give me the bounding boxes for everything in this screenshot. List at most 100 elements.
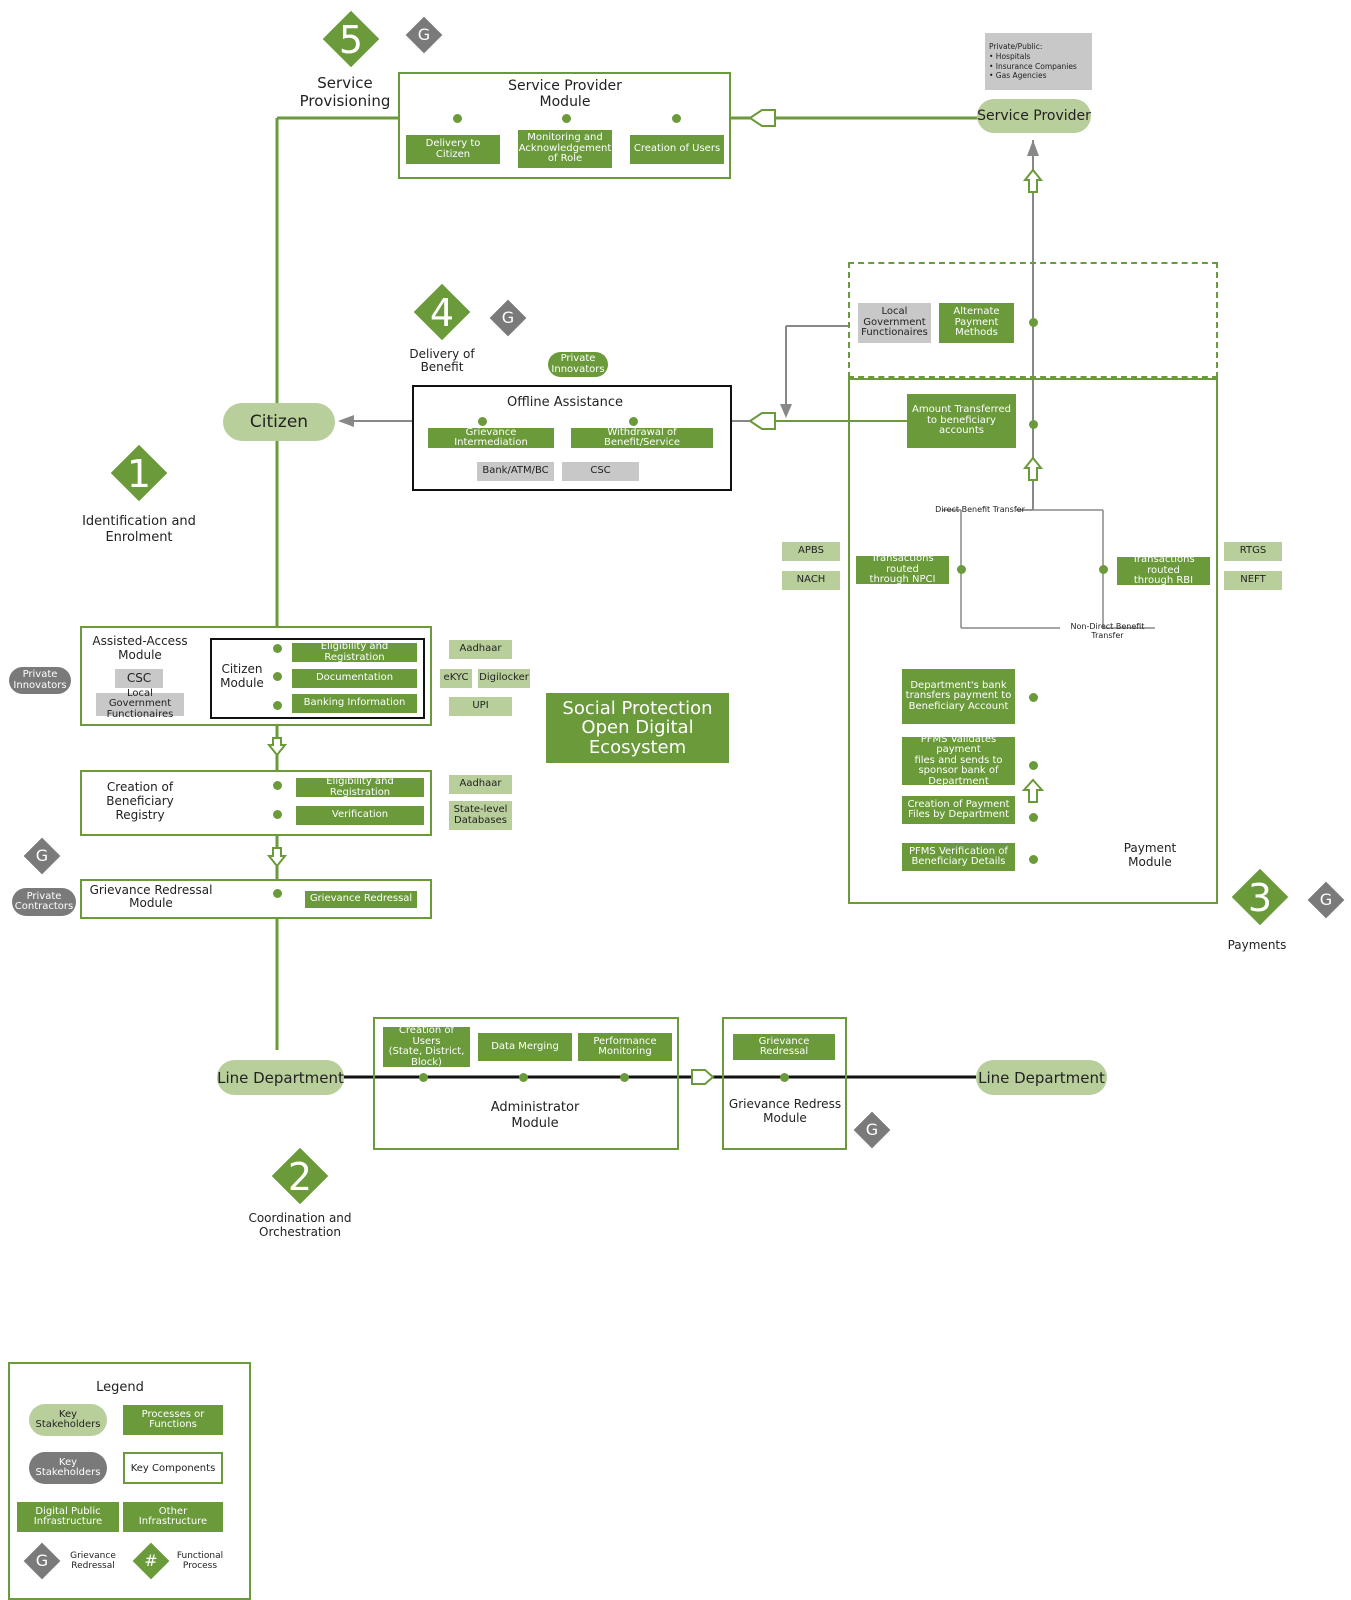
administrator-module-title: Administrator Module	[490, 1100, 580, 1131]
legend-functional: Functional Process	[176, 1551, 224, 1571]
payment-module-title: Payment Module	[1123, 841, 1177, 869]
registry-verification: Verification	[296, 806, 424, 825]
step-5-number: 5	[338, 18, 364, 62]
dept-bank-transfers: Department's bank transfers payment to B…	[902, 669, 1015, 724]
private-innovators-left: Private Innovators	[9, 667, 71, 694]
grievance-redressal-item: Grievance Redressal	[305, 891, 417, 908]
grievance-icon-label: G	[501, 308, 515, 327]
legend-key-components: Key Components	[123, 1452, 223, 1484]
monitoring-acknowledgement: Monitoring and Acknowledgement of Role	[518, 130, 612, 168]
legend-functional-icon-label: #	[144, 1551, 158, 1570]
connector-dot	[957, 565, 966, 574]
direct-benefit-transfer-label: Direct Benefit Transfer	[935, 505, 1025, 514]
connector-dot	[672, 114, 681, 123]
citizen-pill: Citizen	[223, 403, 335, 441]
step-1-label: Identification and Enrolment	[82, 514, 196, 545]
legend-dpi: Digital Public Infrastructure	[17, 1502, 119, 1532]
connector-dot	[273, 781, 282, 790]
nach: NACH	[782, 571, 840, 590]
legend-processes: Processes or Functions	[123, 1405, 223, 1435]
pfms-verification: PFMS Verification of Beneficiary Details	[902, 843, 1015, 871]
step-3-label: Payments	[1227, 938, 1287, 952]
assisted-access-title: Assisted-Access Module	[92, 634, 188, 663]
legend-grievance: Grievance Redressal	[70, 1551, 116, 1571]
creation-of-users: Creation of Users	[630, 135, 724, 164]
withdrawal-of-benefit: Withdrawal of Benefit/Service	[571, 427, 713, 448]
payment-local-gov-functionaires: Local Government Functionaires	[858, 303, 931, 343]
title-line-1: Social Protection	[562, 697, 713, 719]
amount-transferred: Amount Transferred to beneficiary accoun…	[907, 394, 1016, 448]
csc-offline: CSC	[562, 462, 639, 481]
legend-other-infra: Other Infrastructure	[123, 1502, 223, 1532]
service-provider-note: Private/Public: • Hospitals • Insurance …	[985, 33, 1092, 90]
connector-dot	[519, 1073, 528, 1082]
banking-information: Banking Information	[292, 694, 417, 713]
service-provider-pill: Service Provider	[977, 99, 1091, 133]
step-2-label: Coordination and Orchestration	[248, 1211, 352, 1240]
connector-dot	[1029, 813, 1038, 822]
step-3-number: 3	[1247, 876, 1273, 920]
csc-assisted: CSC	[115, 669, 163, 688]
step-4-number: 4	[429, 291, 455, 335]
state-level-databases: State-level Databases	[449, 801, 512, 830]
offline-assistance-title: Offline Assistance	[506, 395, 624, 410]
connector-dot	[273, 701, 282, 710]
step-1-number: 1	[126, 452, 152, 496]
service-provider-module-title: Service Provider Module	[508, 78, 622, 111]
digilocker: Digilocker	[478, 669, 530, 688]
connector-dot	[273, 672, 282, 681]
connector-dot	[453, 114, 462, 123]
eligibility-registration: Eligibility and Registration	[292, 641, 417, 662]
ekyc: eKYC	[440, 669, 472, 688]
connector-dot	[629, 417, 638, 426]
payment-module	[848, 378, 1218, 904]
registry-aadhaar: Aadhaar	[449, 775, 512, 794]
connector-dot	[419, 1073, 428, 1082]
legend-title: Legend	[96, 1380, 144, 1395]
registry-eligibility: Eligibility and Registration	[296, 776, 424, 797]
citizen-module-title: Citizen Module	[220, 662, 264, 691]
line-department-right: Line Department	[976, 1060, 1107, 1095]
connector-dot	[478, 417, 487, 426]
grievance-icon-label: G	[417, 25, 431, 44]
connector-dot	[273, 810, 282, 819]
step-2-number: 2	[287, 1155, 313, 1199]
performance-monitoring: Performance Monitoring	[578, 1033, 672, 1061]
administrator-module	[373, 1017, 679, 1150]
local-gov-functionaires: Local Government Functionaires	[96, 688, 184, 720]
grievance-module-title: Grievance Redressal Module	[89, 883, 213, 911]
connector-dot	[1029, 318, 1038, 327]
grievance-redress-module	[722, 1017, 847, 1150]
private-contractors: Private Contractors	[12, 888, 76, 916]
grievance-icon-label: G	[35, 846, 49, 865]
apbs: APBS	[782, 542, 840, 561]
creation-payment-files: Creation of Payment Files by Department	[902, 796, 1015, 824]
legend-key-components-text: Key Components	[130, 1462, 216, 1474]
grievance-icon-label: G	[1319, 890, 1333, 909]
beneficiary-registry-title: Creation of Beneficiary Registry	[106, 780, 174, 822]
connector-dot	[1029, 761, 1038, 770]
upi: UPI	[449, 697, 512, 716]
line-department-left: Line Department	[217, 1060, 344, 1095]
delivery-to-citizen: Delivery to Citizen	[406, 135, 500, 164]
legend-key-stakeholders-grey: Key Stakeholders	[29, 1452, 107, 1484]
alternate-payment-methods: Alternate Payment Methods	[939, 303, 1014, 343]
step-4-label: Delivery of Benefit	[409, 347, 475, 375]
non-direct-benefit-transfer-label: Non-Direct Benefit Transfer	[1070, 622, 1145, 640]
connector-dot	[1099, 565, 1108, 574]
grievance-redress-module-title: Grievance Redress Module	[728, 1097, 842, 1126]
diagram-title: Social Protection Open Digital Ecosystem	[546, 693, 729, 763]
creation-of-users-admin: Creation of Users (State, District, Bloc…	[383, 1025, 470, 1067]
connector-dot	[273, 644, 282, 653]
transactions-rbi: Transactions routed through RBI	[1117, 555, 1210, 586]
pfms-validates: PFMS Validates payment files and sends t…	[902, 734, 1015, 787]
grievance-redressal-right: Grievance Redressal	[733, 1034, 835, 1060]
grievance-intermediation: Grievance Intermediation	[428, 427, 554, 448]
grievance-icon-label: G	[865, 1120, 879, 1139]
title-line-3: Ecosystem	[588, 736, 687, 758]
alternate-payment-region	[848, 262, 1218, 378]
legend-grievance-icon-label: G	[35, 1551, 49, 1570]
connector-dot	[620, 1073, 629, 1082]
connector-dot	[562, 114, 571, 123]
connector-dot	[273, 889, 282, 898]
